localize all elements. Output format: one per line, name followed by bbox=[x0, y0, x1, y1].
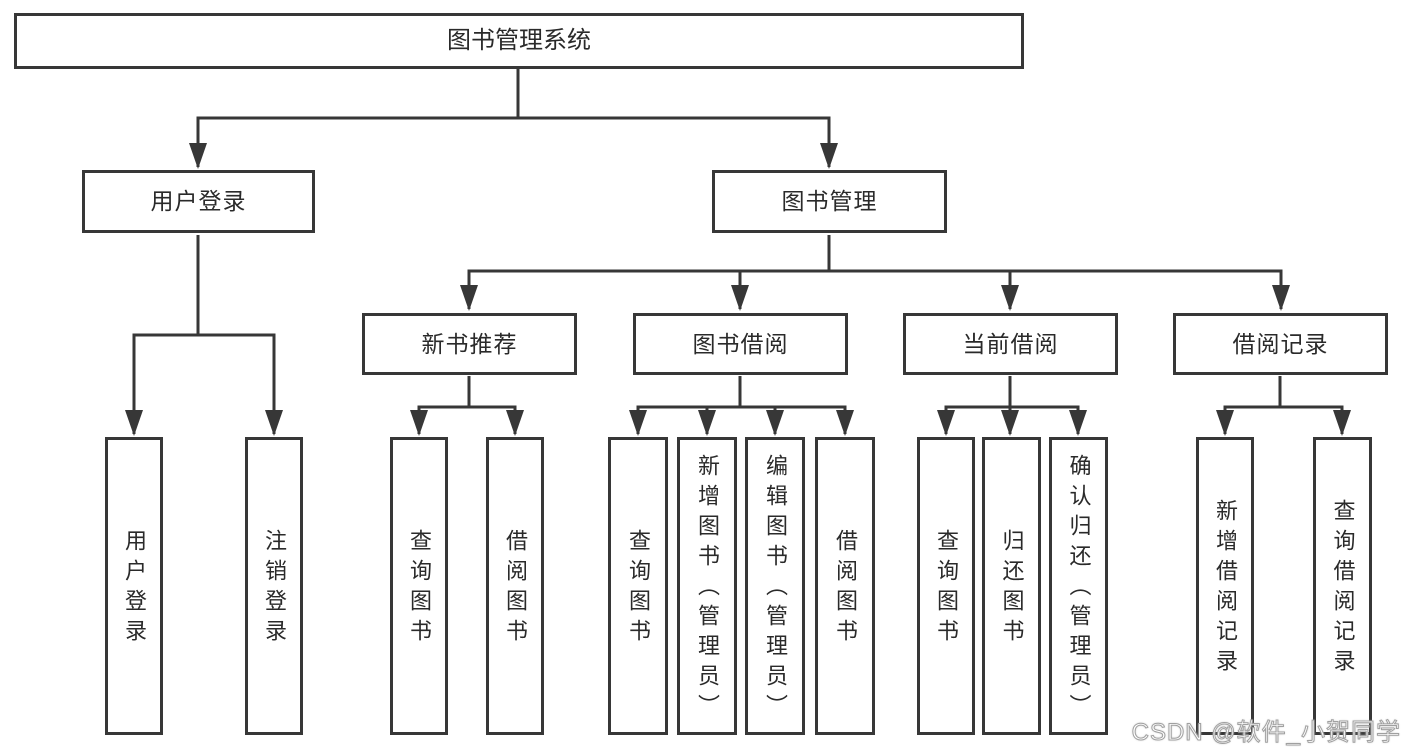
node-current-borrow: 当前借阅 bbox=[903, 313, 1118, 375]
node-book-management-branch: 图书管理 bbox=[712, 170, 947, 233]
node-book-borrow: 图书借阅 bbox=[633, 313, 848, 375]
leaf-user-login: 用户登录 bbox=[105, 437, 163, 735]
leaf-add-borrow-record: 新增借阅记录 bbox=[1196, 437, 1254, 735]
leaf-query-books-recommend: 查询图书 bbox=[390, 437, 448, 735]
leaf-query-books-borrow: 查询图书 bbox=[608, 437, 668, 735]
leaf-borrow-books-recommend: 借阅图书 bbox=[486, 437, 544, 735]
node-user-login-branch: 用户登录 bbox=[82, 170, 315, 233]
leaf-add-book-admin: 新增图书（管理员） bbox=[677, 437, 737, 735]
leaf-return-books: 归还图书 bbox=[982, 437, 1041, 735]
leaf-edit-book-admin: 编辑图书（管理员） bbox=[745, 437, 805, 735]
node-borrow-records: 借阅记录 bbox=[1173, 313, 1388, 375]
arrowheads bbox=[125, 143, 1351, 436]
csdn-watermark: CSDN @软件_小贺同学 bbox=[1131, 719, 1401, 747]
leaf-query-borrow-record: 查询借阅记录 bbox=[1313, 437, 1372, 735]
leaf-borrow-books: 借阅图书 bbox=[815, 437, 875, 735]
leaf-logout: 注销登录 bbox=[245, 437, 303, 735]
leaf-confirm-return-admin: 确认归还（管理员） bbox=[1049, 437, 1108, 735]
node-new-book-recommend: 新书推荐 bbox=[362, 313, 577, 375]
node-root-system: 图书管理系统 bbox=[14, 13, 1024, 69]
leaf-query-books-current: 查询图书 bbox=[917, 437, 975, 735]
